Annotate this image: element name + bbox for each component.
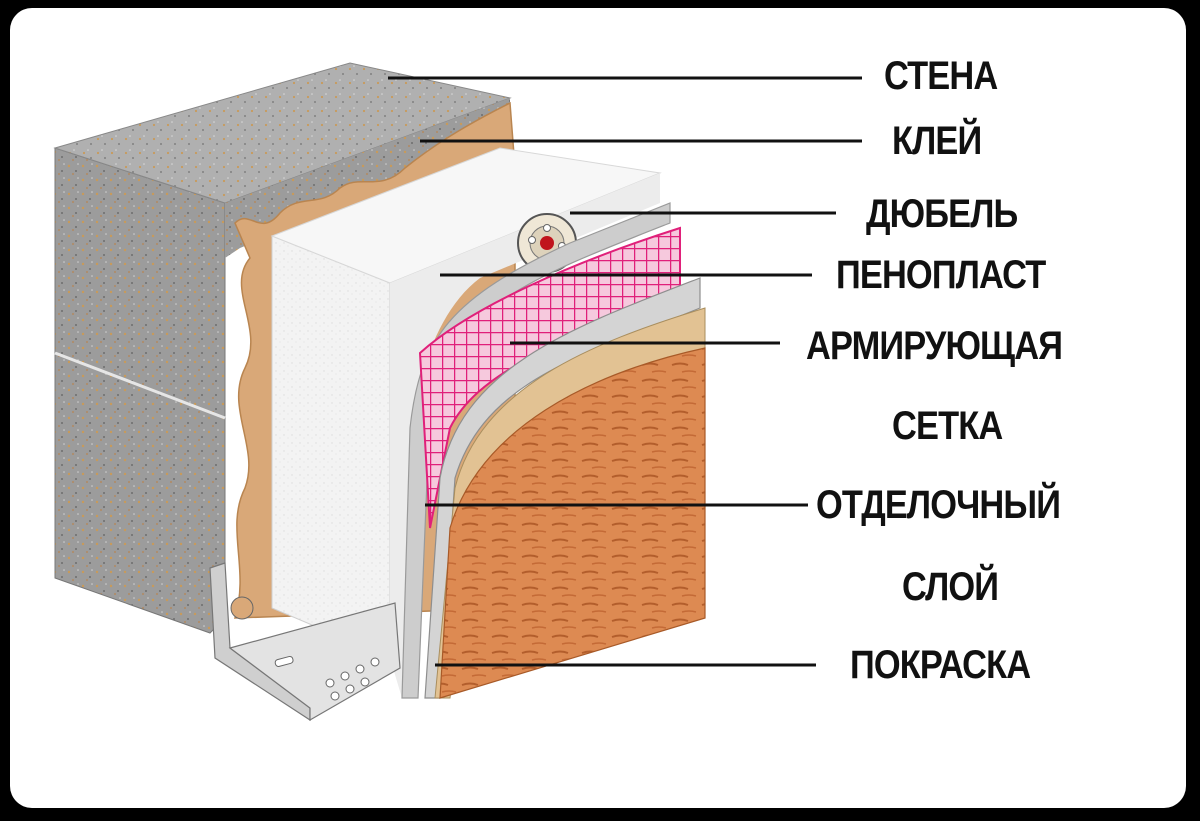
insulation-layers-illustration <box>10 8 1186 808</box>
label-dowel: ДЮБЕЛЬ <box>866 194 1017 234</box>
diagram-frame: СТЕНА КЛЕЙ ДЮБЕЛЬ ПЕНОПЛАСТ АРМИРУЮЩАЯ С… <box>10 8 1186 808</box>
label-wall: СТЕНА <box>884 56 997 96</box>
label-paint: ПОКРАСКА <box>850 645 1030 685</box>
label-glue: КЛЕЙ <box>892 121 981 161</box>
label-foam: ПЕНОПЛАСТ <box>836 255 1045 295</box>
label-finish-line1: ОТДЕЛОЧНЫЙ <box>816 485 1060 525</box>
label-mesh-line1: АРМИРУЮЩАЯ <box>806 326 1062 366</box>
wall-front-face <box>55 148 225 633</box>
label-finish-line2: СЛОЙ <box>902 567 998 607</box>
label-mesh-line2: СЕТКА <box>892 406 1002 446</box>
foam-front-face <box>272 236 390 658</box>
